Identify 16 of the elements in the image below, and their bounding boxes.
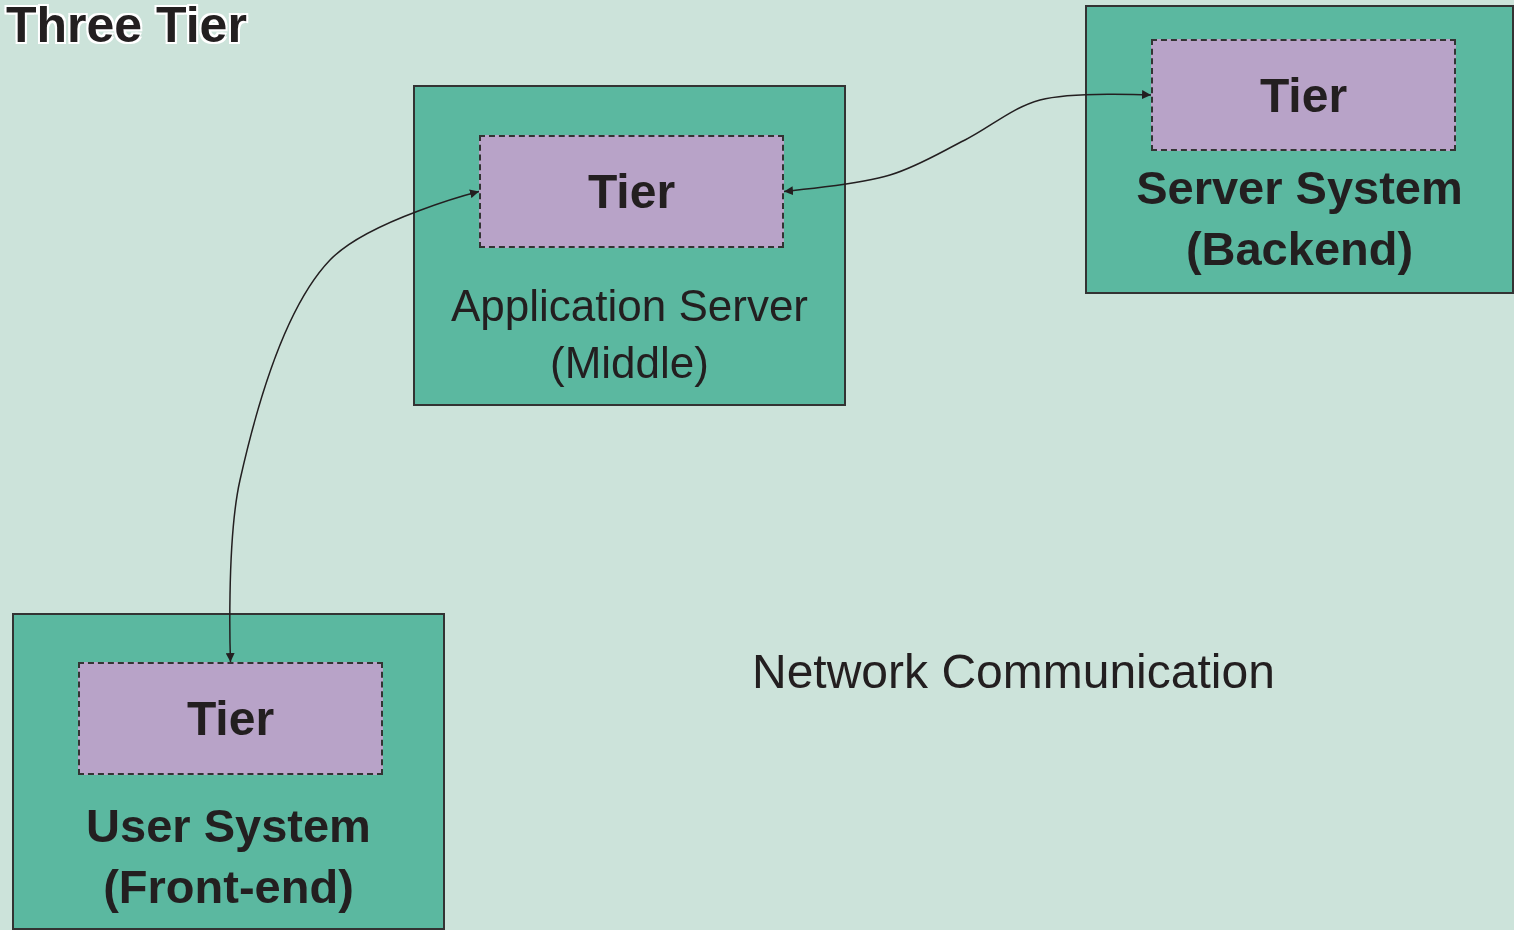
system-label: Server System (Backend) [1135, 160, 1464, 278]
tier-box [479, 135, 784, 248]
system-label: User System (Front-end) [85, 798, 372, 916]
double-arrow [783, 90, 1152, 196]
tier-box [1151, 39, 1456, 151]
system-box [12, 613, 445, 930]
double-arrow [225, 189, 480, 663]
tier-label: Tier [587, 164, 676, 219]
system-box [1085, 5, 1514, 294]
network-label: Network Communication [752, 644, 1275, 699]
system-box [413, 85, 846, 406]
tier-box [78, 662, 383, 775]
system-label: Application Server (Middle) [449, 280, 810, 390]
title: Three Tier [6, 0, 247, 54]
tier-label: Tier [186, 691, 275, 746]
tier-label: Tier [1259, 67, 1348, 123]
